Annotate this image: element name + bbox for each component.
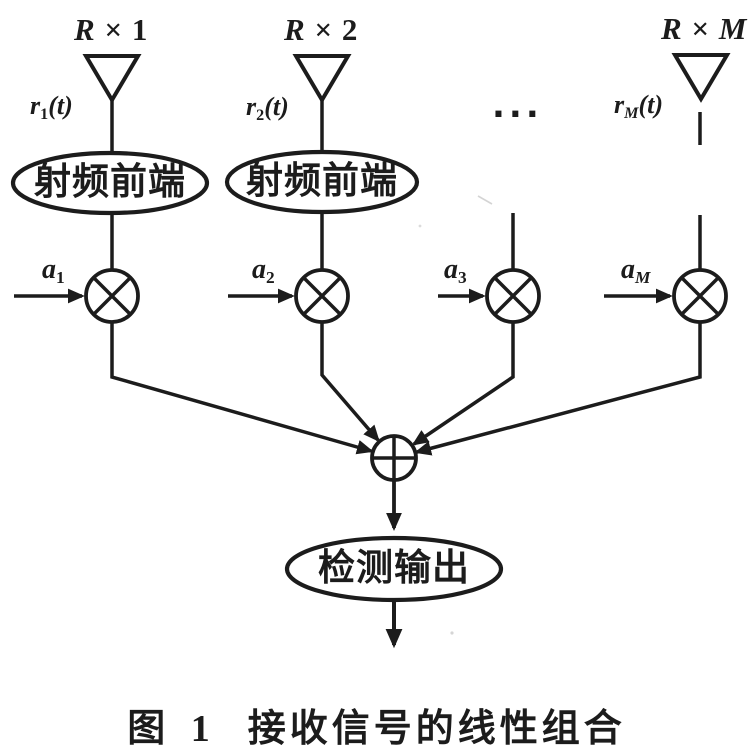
multiplier-M-node <box>672 268 728 324</box>
weight-3-label: a3 <box>444 254 467 286</box>
weight-2-sub: 2 <box>266 267 275 287</box>
weight-M-label: aM <box>621 254 650 286</box>
antenna-2-icon <box>292 54 352 104</box>
rf-frontend-2-label: 射频前端 <box>246 161 398 202</box>
wire-mult1-to-summer <box>110 322 374 455</box>
multiplier-3-node <box>485 268 541 324</box>
weight-M-sub: M <box>635 267 651 287</box>
weight-3-sub: 3 <box>458 267 467 287</box>
wire-mult2-to-summer <box>320 322 380 443</box>
weight-2-label: a2 <box>252 254 275 286</box>
detector-label: 检测输出 <box>318 548 470 589</box>
detector-ellipse <box>284 535 504 603</box>
signal-M-label: rM(t) <box>614 90 663 122</box>
wire-multM-to-summer <box>414 322 702 456</box>
weight-3-var: a <box>444 254 458 285</box>
antenna-1-times: × <box>104 12 124 47</box>
rf-frontend-1-ellipse <box>10 150 210 216</box>
antenna-1-var: R <box>74 12 96 47</box>
figure-caption: 图 1 接收信号的线性组合 <box>0 697 753 752</box>
antenna-1-icon <box>82 54 142 104</box>
antenna-M-var: R <box>661 11 683 46</box>
signal-2-var: r <box>246 92 257 121</box>
antenna-1-index: 1 <box>131 12 149 47</box>
antenna-M-index: M <box>718 11 748 46</box>
signal-1-label: r1(t) <box>30 91 73 123</box>
signal-M-var: r <box>614 90 625 119</box>
signal-2-label: r2(t) <box>246 92 289 124</box>
summer-node <box>370 434 418 482</box>
antenna-2-times: × <box>314 12 334 47</box>
weight-1-sub: 1 <box>56 267 65 287</box>
antenna-1-label: R × 1 <box>74 12 148 48</box>
weight-1-var: a <box>42 254 56 285</box>
signal-2-sub: 2 <box>256 106 265 124</box>
weight-M-var: a <box>621 254 635 285</box>
antenna-M-times: × <box>691 11 711 46</box>
antenna-M-icon <box>671 53 731 103</box>
signal-M-sub: M <box>624 104 639 122</box>
antenna-M-label: R × M <box>661 11 747 47</box>
antenna-2-index: 2 <box>341 12 359 47</box>
signal-1-var: r <box>30 91 41 120</box>
weight-1-label: a1 <box>42 254 65 286</box>
antenna-2-label: R × 2 <box>284 12 358 48</box>
wire-mult3-to-summer <box>411 322 515 446</box>
signal-1-arg: (t) <box>48 91 73 120</box>
multiplier-1-node <box>84 268 140 324</box>
multiplier-2-node <box>294 268 350 324</box>
weight-2-var: a <box>252 254 266 285</box>
signal-1-sub: 1 <box>40 105 49 123</box>
antenna-2-var: R <box>284 12 306 47</box>
rf-frontend-2-ellipse <box>224 149 420 215</box>
signal-2-arg: (t) <box>264 92 289 121</box>
scan-noise <box>418 195 493 635</box>
figure-caption-tag: 图 1 <box>127 708 218 750</box>
rf-frontend-1-label: 射频前端 <box>34 162 186 203</box>
ellipsis-label: ... <box>492 86 543 126</box>
signal-M-arg: (t) <box>638 90 663 119</box>
figure-caption-title: 接收信号的线性组合 <box>247 708 626 750</box>
